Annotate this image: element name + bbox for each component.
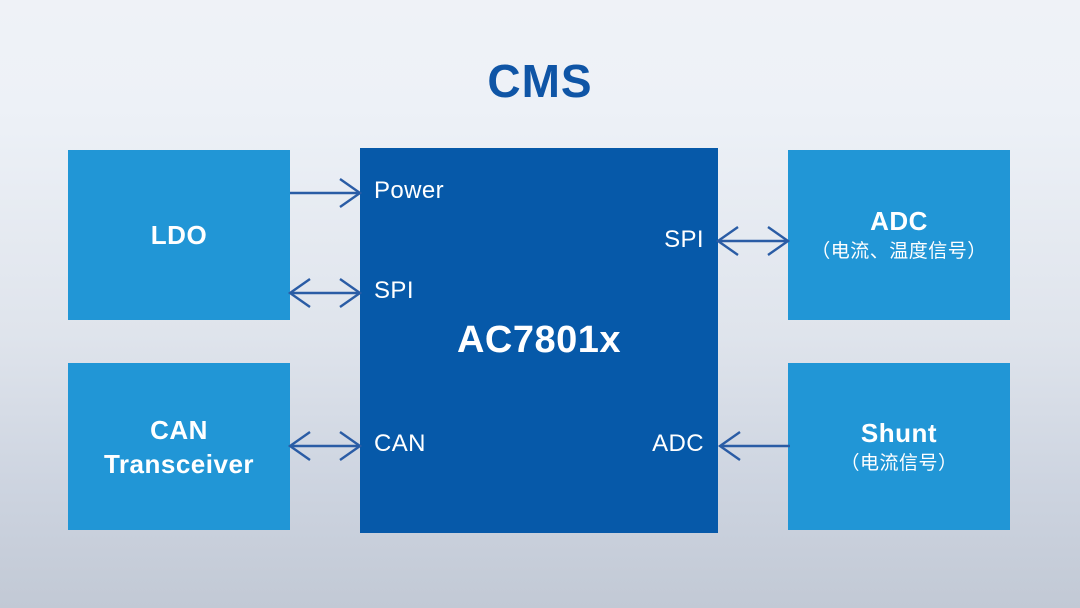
- block-shunt[interactable]: Shunt （电流信号）: [788, 363, 1010, 530]
- mcu-pin-spi-left: SPI: [374, 277, 414, 304]
- mcu-part-number: AC7801x: [456, 319, 622, 361]
- connector-spi-to-adc-arrow: [715, 226, 791, 256]
- block-ldo-title: LDO: [150, 220, 208, 250]
- block-shunt-title: Shunt: [860, 417, 938, 448]
- block-adc[interactable]: ADC （电流、温度信号）: [788, 150, 1010, 320]
- connector-ldo-to-spi-arrow: [287, 278, 363, 308]
- connector-can-transceiver-to-can-arrow: [287, 431, 363, 461]
- block-can-transceiver-title: CAN: [150, 414, 208, 445]
- block-mcu[interactable]: AC7801x Power SPI CAN SPI ADC: [360, 148, 718, 533]
- mcu-pin-can-left: CAN: [374, 430, 426, 457]
- block-adc-title: ADC: [870, 206, 928, 236]
- block-can-transceiver[interactable]: CAN Transceiver: [68, 363, 290, 530]
- page-title: CMS: [487, 55, 593, 107]
- block-can-transceiver-subtitle: Transceiver: [103, 448, 255, 479]
- block-adc-subtitle: （电流、温度信号）: [811, 241, 987, 262]
- block-shunt-subtitle: （电流信号）: [840, 452, 958, 474]
- connector-shunt-to-adc-arrow: [717, 431, 790, 461]
- connector-ldo-to-power-arrow: [290, 178, 363, 208]
- mcu-pin-power: Power: [374, 177, 445, 204]
- mcu-pin-adc-right: ADC: [652, 430, 704, 457]
- mcu-pin-spi-right: SPI: [664, 226, 704, 253]
- block-ldo[interactable]: LDO: [68, 150, 290, 320]
